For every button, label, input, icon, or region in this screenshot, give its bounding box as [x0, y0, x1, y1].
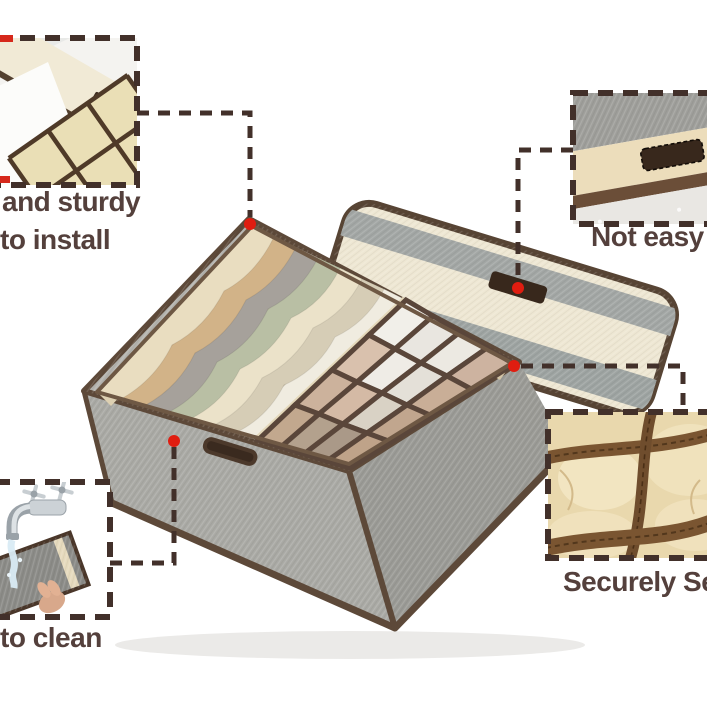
hand [37, 580, 66, 614]
connector-clean [110, 447, 177, 566]
feature-label-clean: to clean [0, 622, 102, 653]
connector-sewn [521, 363, 686, 409]
callout-velcro-closeup [573, 93, 707, 224]
feature-label-deform: Not easy t [591, 221, 707, 252]
callout-install-closeup [0, 38, 137, 185]
callout-borders [0, 35, 707, 620]
feature-label-sturdy-line2: to install [0, 224, 111, 255]
faucet-icon [6, 482, 74, 589]
callout-border-top-right [570, 90, 707, 227]
callout-washable-closeup [0, 482, 110, 617]
connector-install [137, 110, 253, 217]
marker-dot-deform [512, 282, 524, 294]
feature-label-sturdy-line1: and sturdy [2, 186, 141, 217]
callout-border-top-left [0, 35, 140, 188]
marker-dot-sewn [508, 360, 520, 372]
feature-label-sewn: Securely Se [563, 566, 707, 597]
callout-stitching-closeup [548, 412, 707, 558]
marker-dot-install [244, 218, 256, 230]
handle-slot [202, 437, 258, 466]
callout-border-bottom-left [0, 479, 113, 620]
storage-box [81, 216, 571, 632]
bra-compartment [97, 225, 407, 441]
callout-border-bottom-right [545, 409, 707, 561]
marker-dot-clean [168, 435, 180, 447]
callout-connectors [110, 110, 686, 566]
